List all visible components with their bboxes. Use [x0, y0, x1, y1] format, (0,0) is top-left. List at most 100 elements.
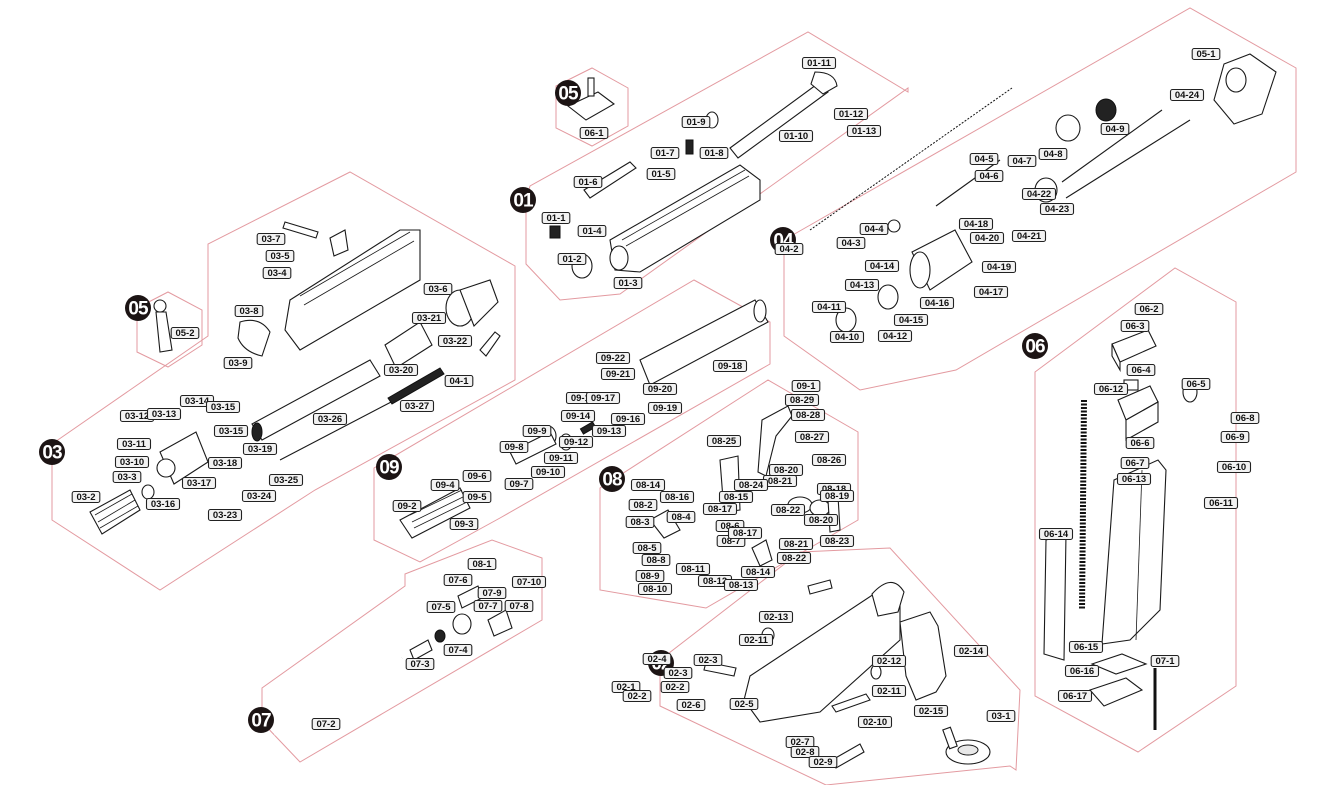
part-label-03-6: 03-6	[423, 282, 453, 296]
part-label-box	[803, 513, 839, 527]
part-label-box	[600, 367, 636, 381]
part-label-text: 08-25	[712, 436, 737, 447]
part-label-03-1: 03-1	[986, 709, 1016, 723]
part-label-08-28: 08-28	[790, 408, 826, 422]
part-label-text: 08-28	[796, 410, 820, 421]
part-label-box	[637, 582, 673, 596]
part-label-text: 09-5	[467, 492, 487, 503]
part-label-08-17: 08-17	[702, 502, 738, 516]
part-label-text: 08-24	[739, 480, 764, 491]
part-label-box	[919, 296, 955, 310]
part-label-box	[625, 515, 655, 529]
part-label-06-7: 06-7	[1120, 456, 1150, 470]
part-label-text: 07-5	[431, 602, 451, 613]
part-label-04-8: 04-8	[1038, 147, 1068, 161]
part-label-box	[462, 490, 492, 504]
part-label-box	[864, 259, 900, 273]
part-label-text: 06-16	[1070, 666, 1094, 677]
part-label-03-23: 03-23	[207, 508, 243, 522]
part-label-09-7: 09-7	[504, 477, 534, 491]
part-label-02-13: 02-13	[758, 610, 794, 624]
part-label-box	[712, 359, 748, 373]
part-label-08-11: 08-11	[675, 562, 711, 576]
part-label-box	[234, 304, 264, 318]
part-label-box	[958, 217, 994, 231]
part-label-09-6: 09-6	[462, 469, 492, 483]
part-label-text: 02-10	[863, 717, 887, 728]
part-label-text: 04-15	[899, 315, 924, 326]
part-label-text: 08-20	[774, 465, 798, 476]
part-label-text: 09-14	[566, 411, 591, 422]
part-label-08-26: 08-26	[811, 453, 847, 467]
grip-cap-inner	[957, 744, 979, 756]
part-label-box	[693, 653, 723, 667]
part-label-08-21: 08-21	[762, 474, 798, 488]
hopup-ring-drawing	[452, 613, 472, 635]
part-label-04-13: 04-13	[844, 278, 880, 292]
part-label-box	[1191, 47, 1221, 61]
part-label-text: 04-2	[779, 244, 798, 255]
part-label-text: 06-3	[1125, 321, 1144, 332]
group-badge-circle	[599, 466, 625, 492]
part-label-03-12: 03-12	[119, 409, 155, 423]
part-label-03-13: 03-13	[146, 407, 182, 421]
part-label-box	[411, 311, 447, 325]
part-label-01-5: 01-5	[646, 167, 676, 181]
part-label-09-10: 09-10	[530, 465, 566, 479]
part-label-box	[811, 300, 847, 314]
guide-rod-drawing	[935, 159, 1001, 207]
part-label-05-1: 05-1	[1191, 47, 1221, 61]
part-label-box	[585, 391, 621, 405]
part-label-box	[462, 469, 492, 483]
part-label-04-10: 04-10	[829, 330, 865, 344]
part-label-text: 08-12	[703, 576, 727, 587]
front-sight-block-drawing	[156, 431, 209, 485]
part-label-07-4: 07-4	[443, 643, 473, 657]
part-label-box	[207, 508, 243, 522]
flash-hider-drawing	[89, 489, 141, 535]
part-label-box	[577, 224, 607, 238]
part-label-box	[974, 169, 1004, 183]
part-label-box	[205, 400, 241, 414]
part-label-box	[560, 409, 596, 423]
part-label-text: 08-17	[708, 504, 732, 515]
part-label-text: 04-4	[864, 224, 884, 235]
part-label-box	[1134, 302, 1164, 316]
part-label-text: 09-19	[653, 403, 677, 414]
part-label-05-2: 05-2	[170, 326, 200, 340]
part-label-box	[242, 442, 278, 456]
region-outline-05-left	[136, 291, 203, 368]
part-label-text: 05-2	[175, 328, 194, 339]
part-label-text: 03-9	[228, 358, 247, 369]
part-label-text: 09-1	[796, 381, 816, 392]
part-label-box	[1203, 496, 1239, 510]
part-label-box	[859, 222, 889, 236]
rear-sight-drawing	[566, 77, 615, 121]
part-label-box	[207, 456, 243, 470]
part-label-06-9: 06-9	[1220, 430, 1250, 444]
part-label-text: 03-13	[152, 409, 176, 420]
part-label-text: 03-14	[185, 396, 210, 407]
pistol-grip-drawing	[899, 611, 947, 701]
buffer-spring-small-drawing	[1095, 98, 1117, 122]
part-label-text: 09-21	[606, 369, 631, 380]
mag-feed-drawing	[1117, 385, 1159, 441]
group-badge-circle	[510, 187, 536, 213]
part-label-04-15: 04-15	[893, 313, 929, 327]
region-outline-05-top	[555, 67, 629, 147]
receiver-extension-drawing	[909, 229, 973, 291]
part-label-box	[311, 717, 341, 731]
part-label-text: 02-15	[919, 706, 944, 717]
part-label-text: 03-11	[122, 439, 146, 450]
mag-top-drawing	[1111, 329, 1157, 373]
part-label-box	[610, 412, 646, 426]
part-label-text: 02-7	[790, 737, 809, 748]
part-label-box	[791, 379, 821, 393]
part-label-text: 08-6	[720, 521, 739, 532]
part-label-box	[628, 498, 658, 512]
part-label-text: 03-2	[76, 492, 95, 503]
part-label-text: 02-5	[734, 699, 754, 710]
region-outline-03	[51, 171, 516, 591]
part-label-box	[1125, 436, 1155, 450]
